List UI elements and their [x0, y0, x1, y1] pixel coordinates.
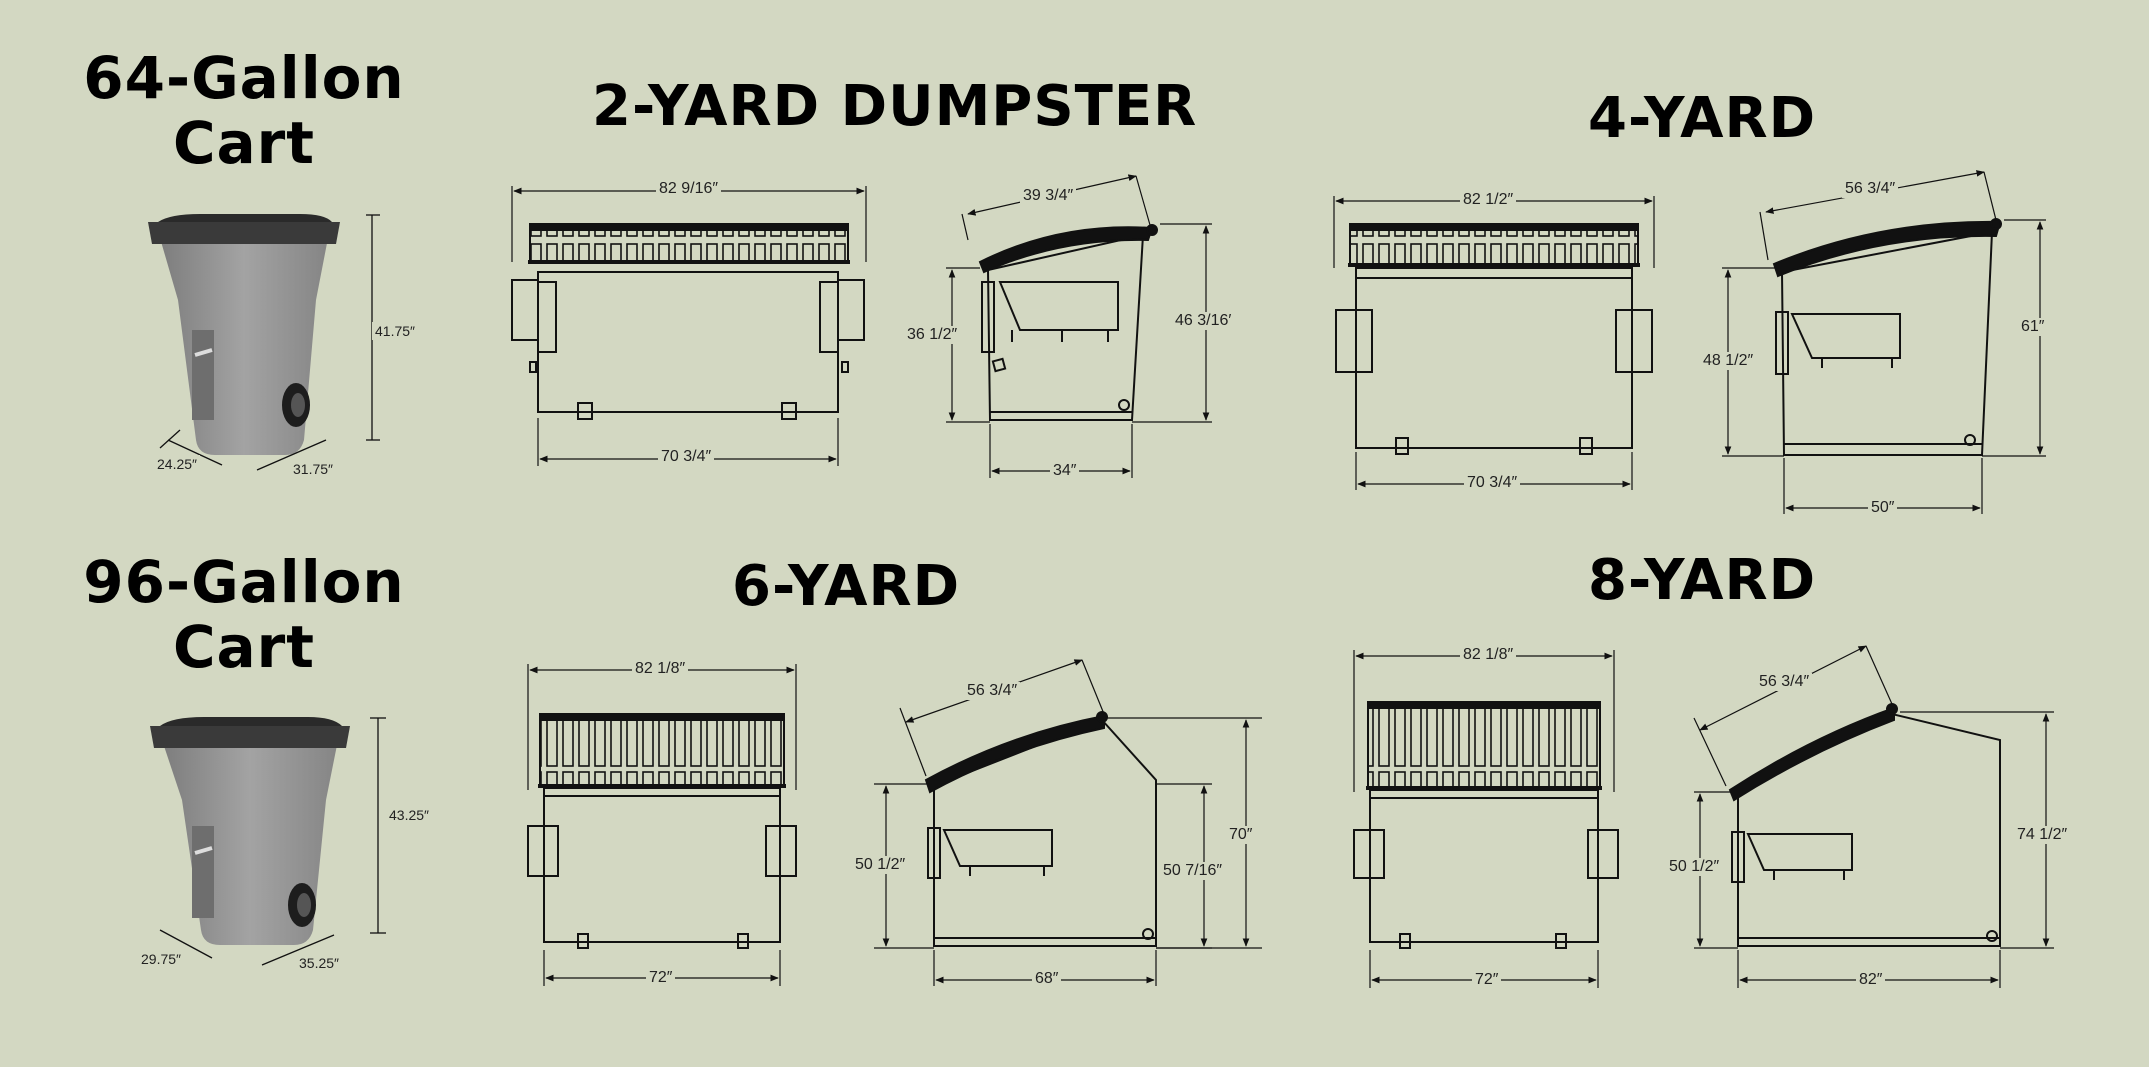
yard8-front-height-label: 50 1/2″ [1666, 858, 1723, 876]
yard8-top-width-label: 82 1/8″ [1460, 646, 1517, 664]
yard2-front-drawing [511, 223, 865, 420]
yard6-depth-label: 68″ [1032, 970, 1062, 988]
yard6-lid-label: 56 3/4″ [964, 682, 1021, 700]
yard8-depth-label: 82″ [1856, 971, 1886, 989]
yard4-side-dims [1722, 170, 2046, 514]
cart-64-title: 64-Gallon Cart [83, 44, 405, 177]
cart64-height-label: 41.75″ [372, 322, 418, 340]
yard8-front-dims [1353, 650, 1615, 988]
cart96-width-label: 35.25″ [296, 954, 342, 972]
yard6-base-width-label: 72″ [646, 969, 676, 987]
cart96-depth-label: 29.75″ [138, 950, 184, 968]
yard4-side-drawing [1772, 218, 2002, 456]
yard4-base-width-label: 70 3/4″ [1464, 474, 1521, 492]
yard4-front-drawing [1335, 223, 1653, 455]
yard2-back-height-label: 46 3/16′ [1172, 312, 1235, 330]
cart-96-dims [159, 717, 386, 966]
yard6-top-width-label: 82 1/8″ [632, 660, 689, 678]
cart64-width-label: 31.75″ [290, 460, 336, 478]
yard4-depth-label: 50″ [1868, 499, 1898, 517]
yard6-front-dims [527, 664, 797, 986]
yard6-back-height-label: 70″ [1226, 826, 1256, 844]
yard8-side-drawing [1728, 703, 2001, 947]
cart96-height-label: 43.25″ [386, 806, 432, 824]
yard2-front-height-label: 36 1/2″ [904, 326, 961, 344]
yard2-base-width-label: 70 3/4″ [658, 448, 715, 466]
yard4-title: 4-YARD [1588, 86, 1817, 151]
yard8-base-width-label: 72″ [1472, 971, 1502, 989]
yard2-top-width-label: 82 9/16″ [656, 180, 722, 198]
yard8-front-drawing [1353, 701, 1619, 949]
cart64-depth-label: 24.25″ [154, 455, 200, 473]
yard8-lid-label: 56 3/4″ [1756, 673, 1813, 691]
yard4-front-height-label: 48 1/2″ [1700, 352, 1757, 370]
yard4-back-height-label: 61″ [2018, 318, 2048, 336]
yard6-mid-height-label: 50 7/16″ [1160, 862, 1226, 880]
yard8-back-height-label: 74 1/2″ [2014, 826, 2071, 844]
yard6-front-height-label: 50 1/2″ [852, 856, 909, 874]
cart-96-illustration [150, 717, 350, 945]
yard2-lid-label: 39 3/4″ [1020, 187, 1077, 205]
yard6-title: 6-YARD [732, 554, 961, 619]
cart-64-illustration [148, 214, 340, 455]
yard2-title: 2-YARD DUMPSTER [592, 74, 1198, 139]
yard4-top-width-label: 82 1/2″ [1460, 191, 1517, 209]
yard2-side-drawing [978, 224, 1158, 421]
yard4-lid-label: 56 3/4″ [1842, 180, 1899, 198]
yard8-side-dims [1693, 645, 2054, 988]
cart-96-title: 96-Gallon Cart [83, 548, 405, 681]
yard2-depth-label: 34″ [1050, 462, 1080, 480]
yard8-title: 8-YARD [1588, 548, 1817, 613]
yard6-side-drawing [924, 711, 1157, 947]
yard6-front-drawing [527, 713, 797, 949]
